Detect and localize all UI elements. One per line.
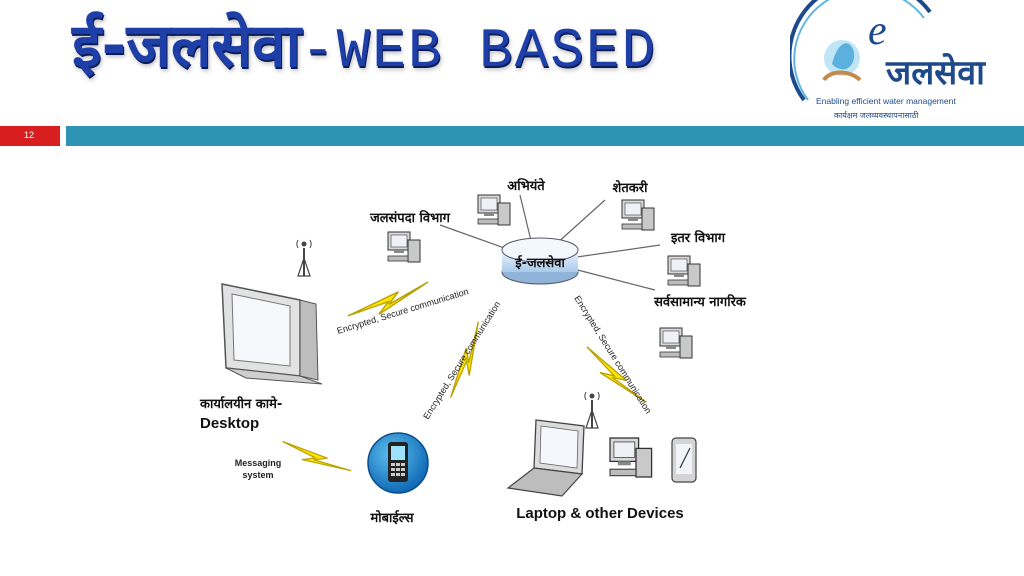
laptop-icon	[506, 419, 585, 497]
hub-links	[439, 194, 661, 291]
logo-tagline-marathi: कार्यक्षम जलव्यवस्थापनासाठी	[834, 110, 919, 120]
pc-icon-jalsampada	[387, 231, 421, 263]
antenna-icon-laptop	[583, 391, 601, 429]
slide-number: 12	[24, 130, 35, 140]
link-label-desktop: Encrypted, Secure communication	[336, 286, 470, 336]
network-diagram: ई-जलसेवा अभियंते शेतकरी जलसंपदा विभाग इत…	[199, 178, 747, 526]
title-english: -WEB BASED	[301, 19, 658, 83]
e-jalseva-logo: e जलसेवा Enabling efficient water manage…	[790, 0, 1024, 128]
slide-title: ई-जलसेवा-WEB BASED	[72, 2, 657, 112]
label-shetkari: शेतकरी	[613, 180, 649, 196]
slide-number-bar: 12	[0, 126, 60, 146]
title-hindi: ई-जलसेवा	[72, 11, 302, 81]
pc-icon-nagrik	[659, 327, 693, 359]
logo-name: जलसेवा	[885, 52, 986, 93]
label-nagrik: सर्वसामान्य नागरिक	[653, 294, 747, 310]
tablet-icon	[671, 437, 697, 483]
label-laptop: Laptop & other Devices	[516, 505, 684, 522]
label-desktop: Desktop	[200, 415, 259, 432]
messaging-label-2: system	[242, 470, 273, 480]
pc-icon-other-device	[609, 437, 653, 478]
link-label-mobile: Encrypted, Secure communication	[421, 300, 502, 422]
label-desktop-hindi: कार्यालयीन कामे-	[199, 396, 282, 412]
hub-server: ई-जलसेवा	[501, 237, 579, 285]
bolt-icon-messaging	[280, 425, 352, 489]
pc-icon-abhiyante	[477, 194, 511, 226]
label-itar: इतर विभाग	[670, 230, 726, 246]
logo-tagline: Enabling efficient water management	[816, 96, 956, 106]
messaging-label-1: Messaging	[235, 458, 282, 468]
logo-mark: e	[868, 8, 887, 54]
hub-label: ई-जलसेवा	[514, 255, 565, 271]
antenna-icon-desktop	[295, 239, 313, 277]
pc-icon-shetkari	[621, 199, 655, 231]
desktop-monitor-icon	[221, 283, 323, 385]
label-jalsampada: जलसंपदा विभाग	[369, 210, 451, 226]
pc-icon-itar	[667, 255, 701, 287]
label-abhiyante: अभियंते	[507, 178, 545, 194]
header-accent-bar	[66, 126, 1024, 146]
label-mobile: मोबाईल्स	[369, 510, 414, 526]
mobile-icon	[367, 432, 429, 494]
